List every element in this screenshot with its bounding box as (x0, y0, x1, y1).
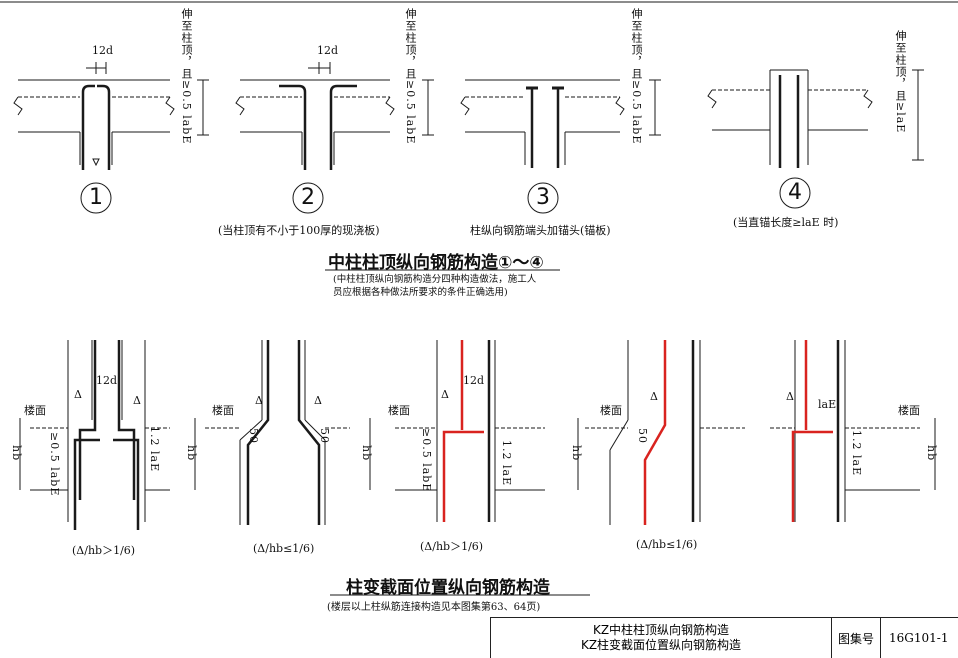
title-block-line2: KZ柱变截面位置纵向钢筋构造 (580, 638, 742, 652)
hb-d: hb (570, 445, 583, 462)
dim-laE-e: laE (818, 398, 837, 411)
side-label-1: 伸至柱顶，且≥0.5 labE (180, 8, 193, 145)
side-label-3: 伸至柱顶，且≥0.5 labE (630, 8, 643, 145)
variable-section-b-drawing (194, 340, 350, 525)
delta-c: Δ (441, 388, 449, 401)
detail-3-drawing (460, 79, 661, 168)
title-block-titles: KZ中柱柱顶纵向钢筋构造 KZ柱变截面位置纵向钢筋构造 (491, 618, 832, 658)
variable-section-c-drawing (369, 340, 545, 522)
side-label-2: 伸至柱顶，且≥0.5 labE (404, 8, 417, 145)
caption-c: (Δ/hb＞1/6) (420, 540, 484, 553)
delta-d: Δ (650, 390, 658, 403)
variable-section-d-drawing (577, 340, 745, 525)
floor-label-b: 楼面 (212, 404, 234, 417)
bottom-section-title: 柱变截面位置纵向钢筋构造 (346, 578, 550, 598)
delta-a1: Δ (74, 388, 82, 401)
dim-12d-a: 12d (96, 374, 118, 387)
delta-b1: Δ (255, 394, 263, 407)
caption-3: 柱纵向钢筋端头加锚头(锚板) (470, 224, 611, 237)
detail-number-3: 3 (536, 185, 550, 210)
dim-12d-1: 12d (92, 44, 114, 57)
floor-label-c: 楼面 (388, 404, 410, 417)
dim-12laE-a: 1.2 laE (148, 426, 161, 473)
hb-e: hb (925, 445, 938, 462)
dim-05labE-a: ≥0.5 labE (48, 432, 61, 497)
variable-section-e-drawing (770, 340, 936, 522)
delta-a2: Δ (133, 394, 141, 407)
caption-d: (Δ/hb≤1/6) (636, 538, 698, 551)
caption-4: (当直锚长度≥laE 时) (733, 216, 839, 229)
detail-4-drawing (707, 69, 924, 168)
dim-12d-2: 12d (317, 44, 339, 57)
dim-05labE-c: ≥0.5 labE (420, 428, 433, 493)
dim-50-b1: 50 (247, 428, 260, 444)
delta-e: Δ (786, 390, 794, 403)
floor-label-a: 楼面 (24, 404, 46, 417)
detail-2-drawing (235, 62, 434, 170)
hb-b: hb (185, 445, 198, 462)
dim-12d-c: 12d (463, 374, 485, 387)
variable-section-a-drawing (19, 340, 170, 530)
title-block-line1: KZ中柱柱顶纵向钢筋构造 (592, 623, 730, 637)
hb-a: hb (10, 445, 23, 462)
detail-1-drawing (13, 62, 209, 170)
detail-number-2: 2 (301, 185, 315, 210)
top-section-note: (中柱柱顶纵向钢筋构造分四种构造做法，施工人员应根据各种做法所要求的条件正确选用… (333, 274, 537, 298)
dim-50-d: 50 (636, 428, 649, 444)
top-section-title: 中柱柱顶纵向钢筋构造①～④ (328, 253, 544, 273)
caption-b: (Δ/hb≤1/6) (253, 542, 315, 555)
floor-label-d: 楼面 (600, 404, 622, 417)
title-block: KZ中柱柱顶纵向钢筋构造 KZ柱变截面位置纵向钢筋构造 图集号 16G101-1 (490, 617, 958, 658)
bottom-section-note: (楼层以上柱纵筋连接构造见本图集第63、64页) (327, 602, 541, 613)
atlas-number: 16G101-1 (889, 631, 949, 645)
dim-12laE-c: 1.2 laE (500, 440, 513, 487)
detail-number-4: 4 (788, 180, 802, 205)
caption-2: (当柱顶有不小于100厚的现浇板) (218, 224, 380, 237)
caption-a: (Δ/hb＞1/6) (72, 544, 136, 557)
dim-50-b2: 50 (318, 428, 331, 444)
detail-number-1: 1 (89, 185, 103, 210)
atlas-label: 图集号 (832, 618, 881, 658)
delta-b2: Δ (314, 394, 322, 407)
side-label-4: 伸至柱顶，且≥laE (894, 30, 907, 134)
floor-label-e: 楼面 (898, 404, 920, 417)
hb-c: hb (360, 445, 373, 462)
dim-12laE-e: 1.2 laE (850, 430, 863, 477)
